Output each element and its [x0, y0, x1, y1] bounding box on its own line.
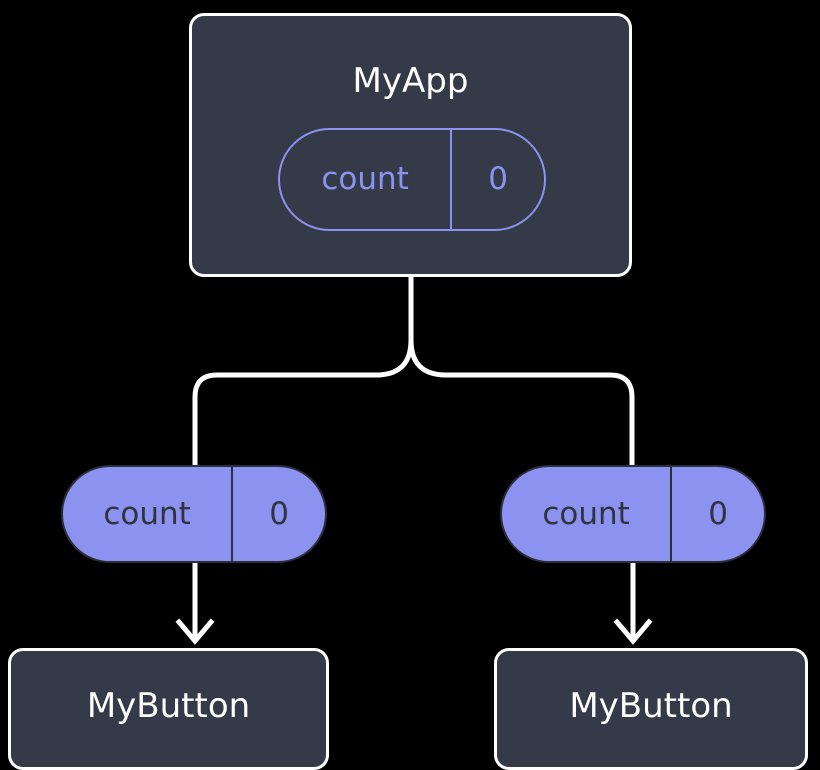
props-pill-count-right[interactable]: count 0: [500, 465, 766, 563]
component-title: MyButton: [569, 686, 733, 726]
edge-props-to-button-left: [175, 563, 215, 645]
state-pill-key: count: [321, 161, 409, 197]
props-pill-value: 0: [670, 467, 764, 561]
edge-root-to-branch: [408, 277, 635, 465]
component-node-mybutton-right[interactable]: MyButton: [494, 648, 808, 770]
props-pill-value: 0: [231, 467, 325, 561]
props-pill-key: count: [103, 495, 191, 532]
edge-branch-left: [192, 339, 414, 465]
props-pill-key: count: [542, 495, 630, 532]
props-pill-count-left[interactable]: count 0: [61, 465, 327, 563]
component-title: MyButton: [86, 686, 251, 726]
component-node-mybutton-left[interactable]: MyButton: [8, 648, 329, 770]
edge-props-to-button-right: [613, 563, 653, 645]
component-title: MyApp: [352, 61, 469, 101]
component-node-myapp[interactable]: MyApp: [189, 13, 632, 277]
state-pill-count[interactable]: count 0: [278, 128, 546, 231]
state-pill-value: 0: [450, 130, 544, 229]
